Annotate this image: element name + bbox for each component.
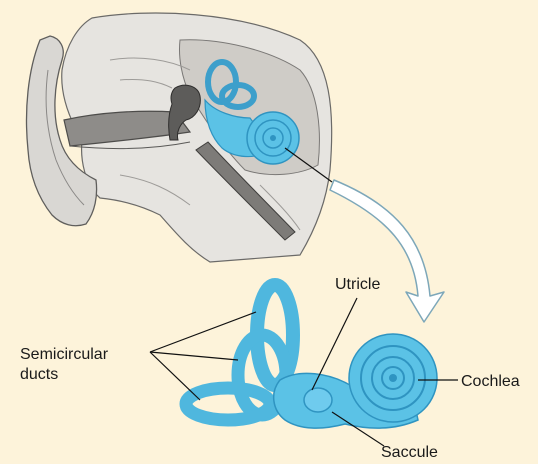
labyrinth [186, 285, 437, 428]
enlargement-arrow [330, 180, 444, 322]
leader-semicircular-3 [150, 352, 200, 400]
label-saccule: Saccule [381, 443, 438, 462]
label-cochlea: Cochlea [461, 372, 520, 391]
label-utricle: Utricle [335, 275, 380, 294]
leader-semicircular-2 [150, 352, 238, 360]
lateral-duct [186, 388, 270, 420]
label-semicircular-line2: ducts [20, 365, 58, 384]
ear-cross-section [27, 13, 333, 262]
label-semicircular-line1: Semicircular [20, 345, 108, 364]
